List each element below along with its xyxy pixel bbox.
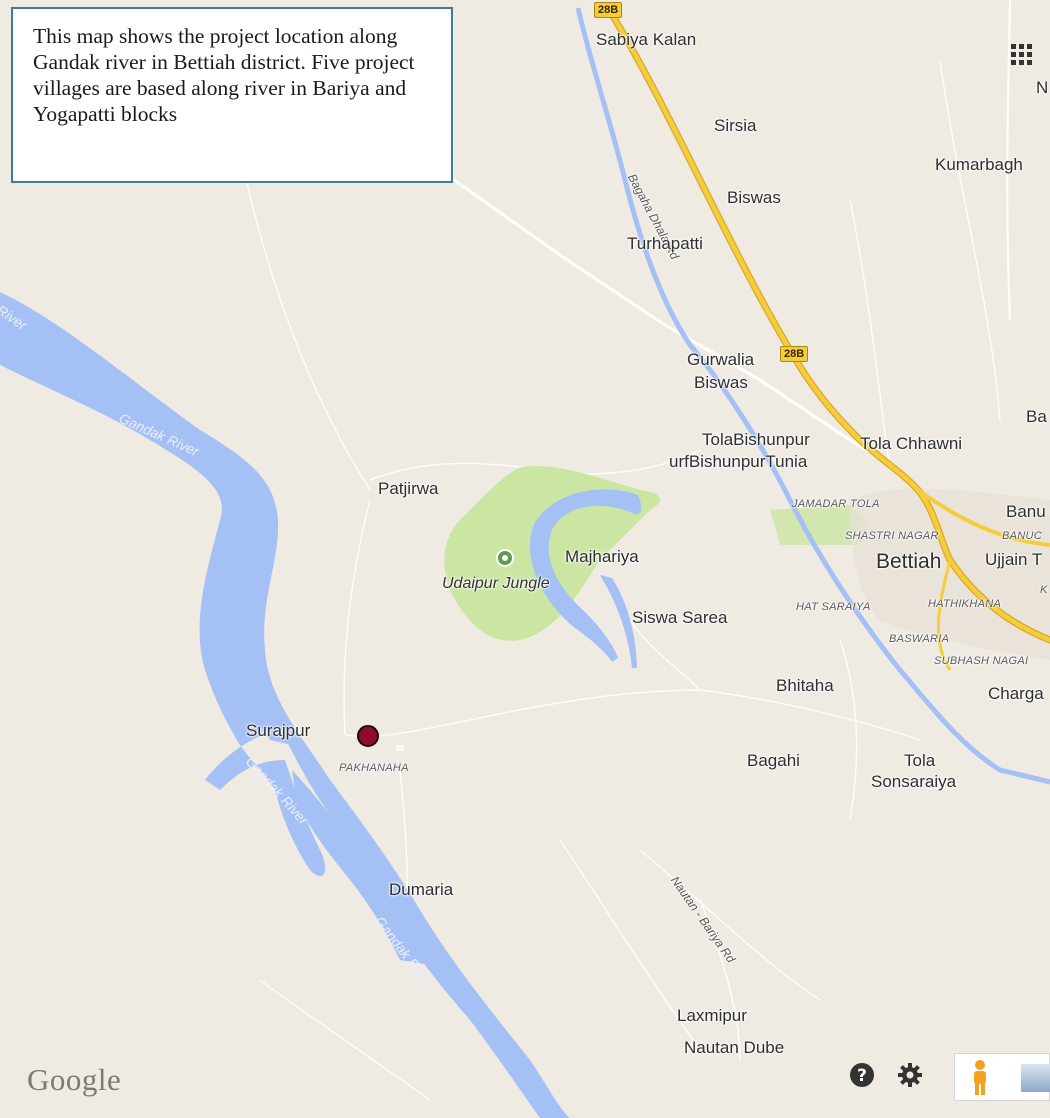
project-location-marker-icon[interactable] bbox=[357, 725, 379, 747]
pegman-icon[interactable] bbox=[965, 1058, 995, 1098]
place-n-edge[interactable]: N bbox=[1036, 78, 1049, 97]
area-k-edge: K bbox=[1040, 584, 1048, 596]
udaipur-jungle-park bbox=[444, 466, 661, 641]
oxbow-lake-tail bbox=[600, 575, 637, 668]
satellite-thumbnail[interactable] bbox=[1021, 1064, 1050, 1092]
place-dumaria[interactable]: Dumaria bbox=[389, 880, 454, 899]
place-tola-chhawni[interactable]: Tola Chhawni bbox=[860, 434, 963, 453]
gear-icon-glyph bbox=[898, 1063, 922, 1087]
highway-branch-east bbox=[916, 488, 1050, 547]
area-banuc: BANUC bbox=[1002, 530, 1043, 542]
street-view-control[interactable] bbox=[954, 1053, 1050, 1101]
area-shastri-nagar: SHASTRI NAGAR bbox=[845, 530, 939, 542]
place-banu-ch[interactable]: Banu Cl bbox=[1006, 502, 1050, 521]
place-nautan-dube[interactable]: Nautan Dube bbox=[684, 1038, 785, 1057]
highway-branch-south bbox=[937, 559, 952, 671]
map-annotation-box: This map shows the project location alon… bbox=[11, 7, 453, 183]
area-hathikhana: HATHIKHANA bbox=[928, 598, 1002, 610]
park-marker-dot bbox=[502, 555, 508, 561]
highway-branch-top bbox=[1006, 0, 1011, 321]
place-patjirwa[interactable]: Patjirwa bbox=[378, 479, 439, 498]
gear-icon[interactable] bbox=[897, 1062, 923, 1088]
place-udaipur-jungle[interactable]: Udaipur Jungle bbox=[442, 575, 550, 592]
place-bagahi[interactable]: Bagahi bbox=[747, 751, 800, 770]
place-gurwalia[interactable]: Gurwalia bbox=[687, 350, 755, 369]
area-subhash-nagar: SUBHASH NAGAI bbox=[934, 655, 1029, 667]
place-turhapatti[interactable]: Turhapatti bbox=[627, 234, 703, 253]
place-gurwalia-biswas[interactable]: Biswas bbox=[694, 373, 748, 392]
area-jamadar-tola: JAMADAR TOLA bbox=[792, 498, 880, 510]
bettiah-urban-area bbox=[850, 488, 1050, 660]
oxbow-lake bbox=[529, 489, 642, 662]
place-surajpur[interactable]: Surajpur bbox=[246, 721, 311, 740]
help-icon[interactable]: ? bbox=[849, 1062, 875, 1088]
place-ujjain[interactable]: Ujjain T bbox=[985, 550, 1043, 569]
diagonal-road bbox=[439, 168, 901, 472]
highway-shield-mid: 28B bbox=[780, 346, 809, 362]
apps-grid-icon[interactable] bbox=[1010, 43, 1034, 67]
place-kumarbagh[interactable]: Kumarbagh bbox=[935, 155, 1023, 174]
place-sirsia[interactable]: Sirsia bbox=[714, 116, 757, 135]
google-logo: Google bbox=[27, 1062, 122, 1097]
highway-shield-top: 28B bbox=[594, 2, 623, 18]
place-bhitaha[interactable]: Bhitaha bbox=[776, 676, 834, 695]
place-sabiya-kalan[interactable]: Sabiya Kalan bbox=[596, 30, 697, 49]
place-biswas[interactable]: Biswas bbox=[727, 188, 781, 207]
place-tola-bishunpur-2[interactable]: urfBishunpurTunia bbox=[669, 452, 808, 471]
area-baswaria: BASWARIA bbox=[889, 633, 950, 645]
gandak-river-mid bbox=[224, 470, 292, 745]
place-bettiah[interactable]: Bettiah bbox=[876, 550, 942, 573]
place-tola-bishunpur[interactable]: TolaBishunpur bbox=[702, 430, 810, 449]
place-pakhanaha[interactable]: PAKHANAHA bbox=[339, 762, 409, 774]
gandak-river bbox=[0, 292, 570, 1118]
place-ba[interactable]: Ba bbox=[1026, 407, 1047, 426]
svg-text:?: ? bbox=[857, 1066, 867, 1086]
place-siswa-sarea[interactable]: Siswa Sarea bbox=[632, 608, 728, 627]
gandak-river-lower bbox=[292, 770, 430, 965]
place-tola-sonsaraiya-2[interactable]: Sonsaraiya bbox=[871, 772, 957, 791]
place-laxmipur[interactable]: Laxmipur bbox=[677, 1006, 747, 1025]
place-tola-sonsaraiya[interactable]: Tola bbox=[904, 751, 936, 770]
help-icon-glyph: ? bbox=[850, 1063, 874, 1087]
area-hat-saraiya: HAT SARAIYA bbox=[796, 601, 871, 613]
canal bbox=[575, 7, 1050, 785]
place-majhariya[interactable]: Majhariya bbox=[565, 547, 639, 566]
annotation-text: This map shows the project location alon… bbox=[33, 24, 415, 126]
pakhanaha-building bbox=[396, 745, 404, 751]
place-charga[interactable]: Charga bbox=[988, 684, 1044, 703]
